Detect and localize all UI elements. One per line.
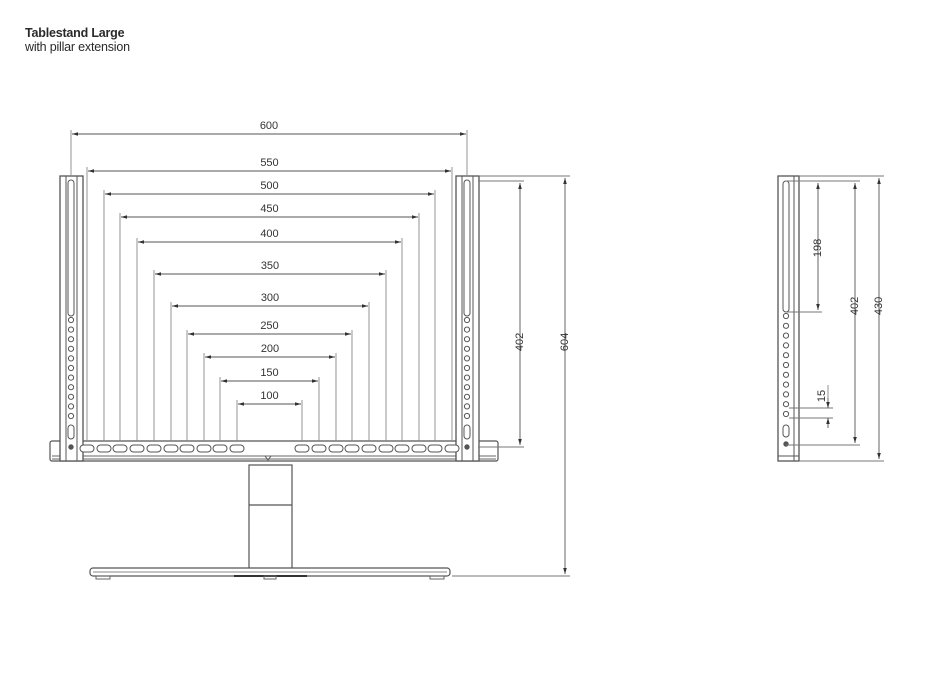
dim-label-198-side: 198: [812, 239, 824, 257]
side-view: [777, 175, 800, 462]
dim-label-402-front: 402: [514, 333, 526, 351]
title-block: Tablestand Large with pillar extension: [25, 26, 130, 54]
dim-label-15-side: 15: [816, 390, 828, 402]
front-vertical-dimensions: [452, 175, 570, 577]
side-vertical-dimensions: [786, 175, 884, 462]
foot-base: [89, 567, 451, 580]
drawing-subtitle: with pillar extension: [25, 40, 130, 54]
left-upright-arm: [59, 175, 84, 462]
dim-label-350: 350: [261, 260, 279, 272]
dim-label-550: 550: [260, 157, 278, 169]
dim-label-500: 500: [260, 180, 278, 192]
pillar: [248, 464, 293, 571]
dim-label-430-side: 430: [873, 297, 885, 315]
plate-slots: [79, 444, 460, 453]
dim-label-400: 400: [260, 228, 278, 240]
dim-label-150: 150: [260, 367, 278, 379]
dim-label-300: 300: [261, 292, 279, 304]
dim-label-100: 100: [260, 390, 278, 402]
horizontal-dimensions: 600 550 500 450 400 350 300 250 200 150 100: [70, 120, 468, 441]
dim-label-402-side: 402: [849, 297, 861, 315]
dim-label-450: 450: [260, 203, 278, 215]
dim-label-604-front: 604: [559, 333, 571, 351]
dim-label-250: 250: [260, 320, 278, 332]
front-view: [49, 175, 499, 580]
dim-label-200: 200: [261, 343, 279, 355]
right-upright-arm: [455, 175, 480, 462]
drawing-title: Tablestand Large: [25, 26, 125, 40]
dim-label-600: 600: [260, 120, 278, 132]
